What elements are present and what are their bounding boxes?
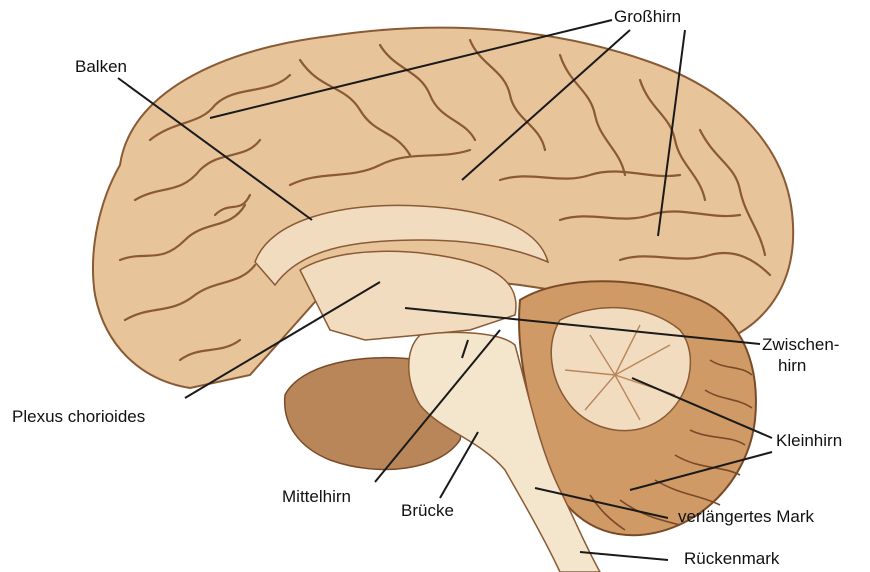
label-balken: Balken <box>75 58 127 76</box>
label-mittelhirn: Mittelhirn <box>282 488 351 506</box>
label-verlaengertes-mark: verlängertes Mark <box>678 508 814 526</box>
label-grosshirn: Großhirn <box>614 8 681 26</box>
label-zwischenhirn-2: hirn <box>778 357 806 375</box>
label-plexus-chorioides: Plexus chorioides <box>12 408 145 426</box>
label-zwischenhirn-1: Zwischen- <box>762 336 839 354</box>
label-bruecke: Brücke <box>401 502 454 520</box>
label-kleinhirn: Kleinhirn <box>776 432 842 450</box>
label-rueckenmark: Rückenmark <box>684 550 779 568</box>
